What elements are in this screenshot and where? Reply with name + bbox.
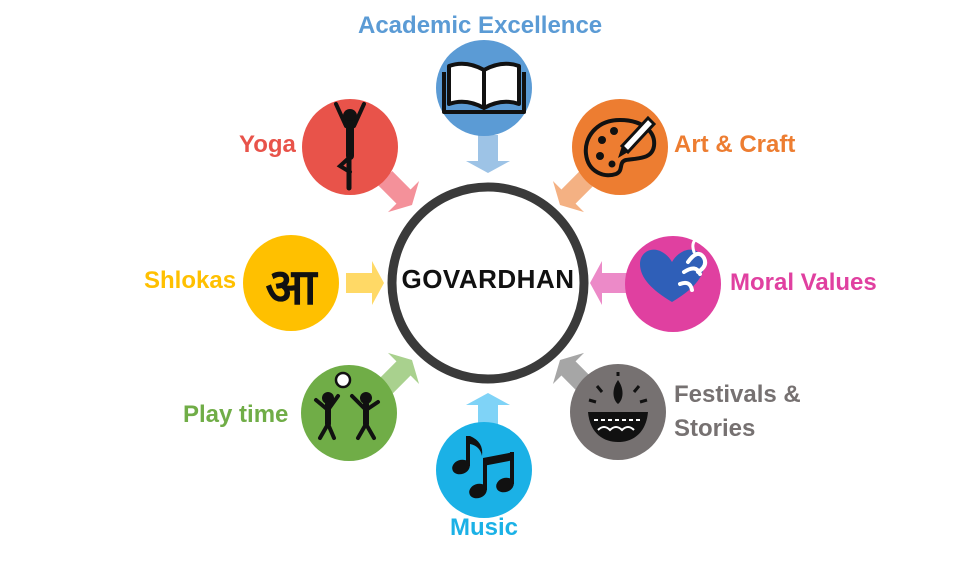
hub-ring bbox=[387, 182, 589, 384]
arrows bbox=[346, 135, 628, 431]
label-shlokas: Shlokas bbox=[144, 267, 237, 294]
label-moral: Moral Values bbox=[730, 269, 877, 296]
node-festivals bbox=[570, 364, 666, 460]
arrow-academic bbox=[466, 135, 510, 173]
label-yoga: Yoga bbox=[239, 131, 296, 158]
node-shlokas: आ bbox=[243, 235, 339, 331]
music-notes-icon bbox=[452, 436, 514, 499]
arrow-playtime bbox=[378, 352, 420, 394]
label-playtime: Play time bbox=[183, 401, 289, 428]
node-academic bbox=[436, 40, 532, 136]
label-art: Art & Craft bbox=[674, 131, 796, 158]
arrow-yoga bbox=[378, 171, 420, 213]
node-moral bbox=[625, 236, 721, 332]
devanagari-aa-icon: आ bbox=[265, 258, 318, 316]
arrow-shlokas bbox=[346, 261, 384, 305]
label-festivals-line2: Stories bbox=[674, 415, 756, 442]
arrow-music bbox=[466, 393, 510, 431]
node-yoga bbox=[302, 99, 398, 195]
palette-icon bbox=[583, 115, 657, 178]
yoga-pose-icon bbox=[334, 102, 366, 191]
label-academic: Academic Excellence bbox=[358, 12, 603, 39]
arrow-art bbox=[552, 171, 594, 213]
node-music bbox=[436, 422, 532, 518]
children-playing-icon bbox=[314, 371, 380, 440]
node-art bbox=[572, 99, 668, 195]
label-festivals-line1: Festivals & bbox=[674, 381, 801, 408]
arrow-moral bbox=[590, 261, 628, 305]
hub-label: GOVARDHAN bbox=[401, 264, 575, 294]
label-music: Music bbox=[450, 514, 519, 541]
diya-lamp-icon bbox=[588, 372, 648, 442]
heart-hand-icon bbox=[640, 236, 708, 302]
open-book-icon bbox=[442, 61, 526, 114]
node-playtime bbox=[301, 365, 397, 461]
